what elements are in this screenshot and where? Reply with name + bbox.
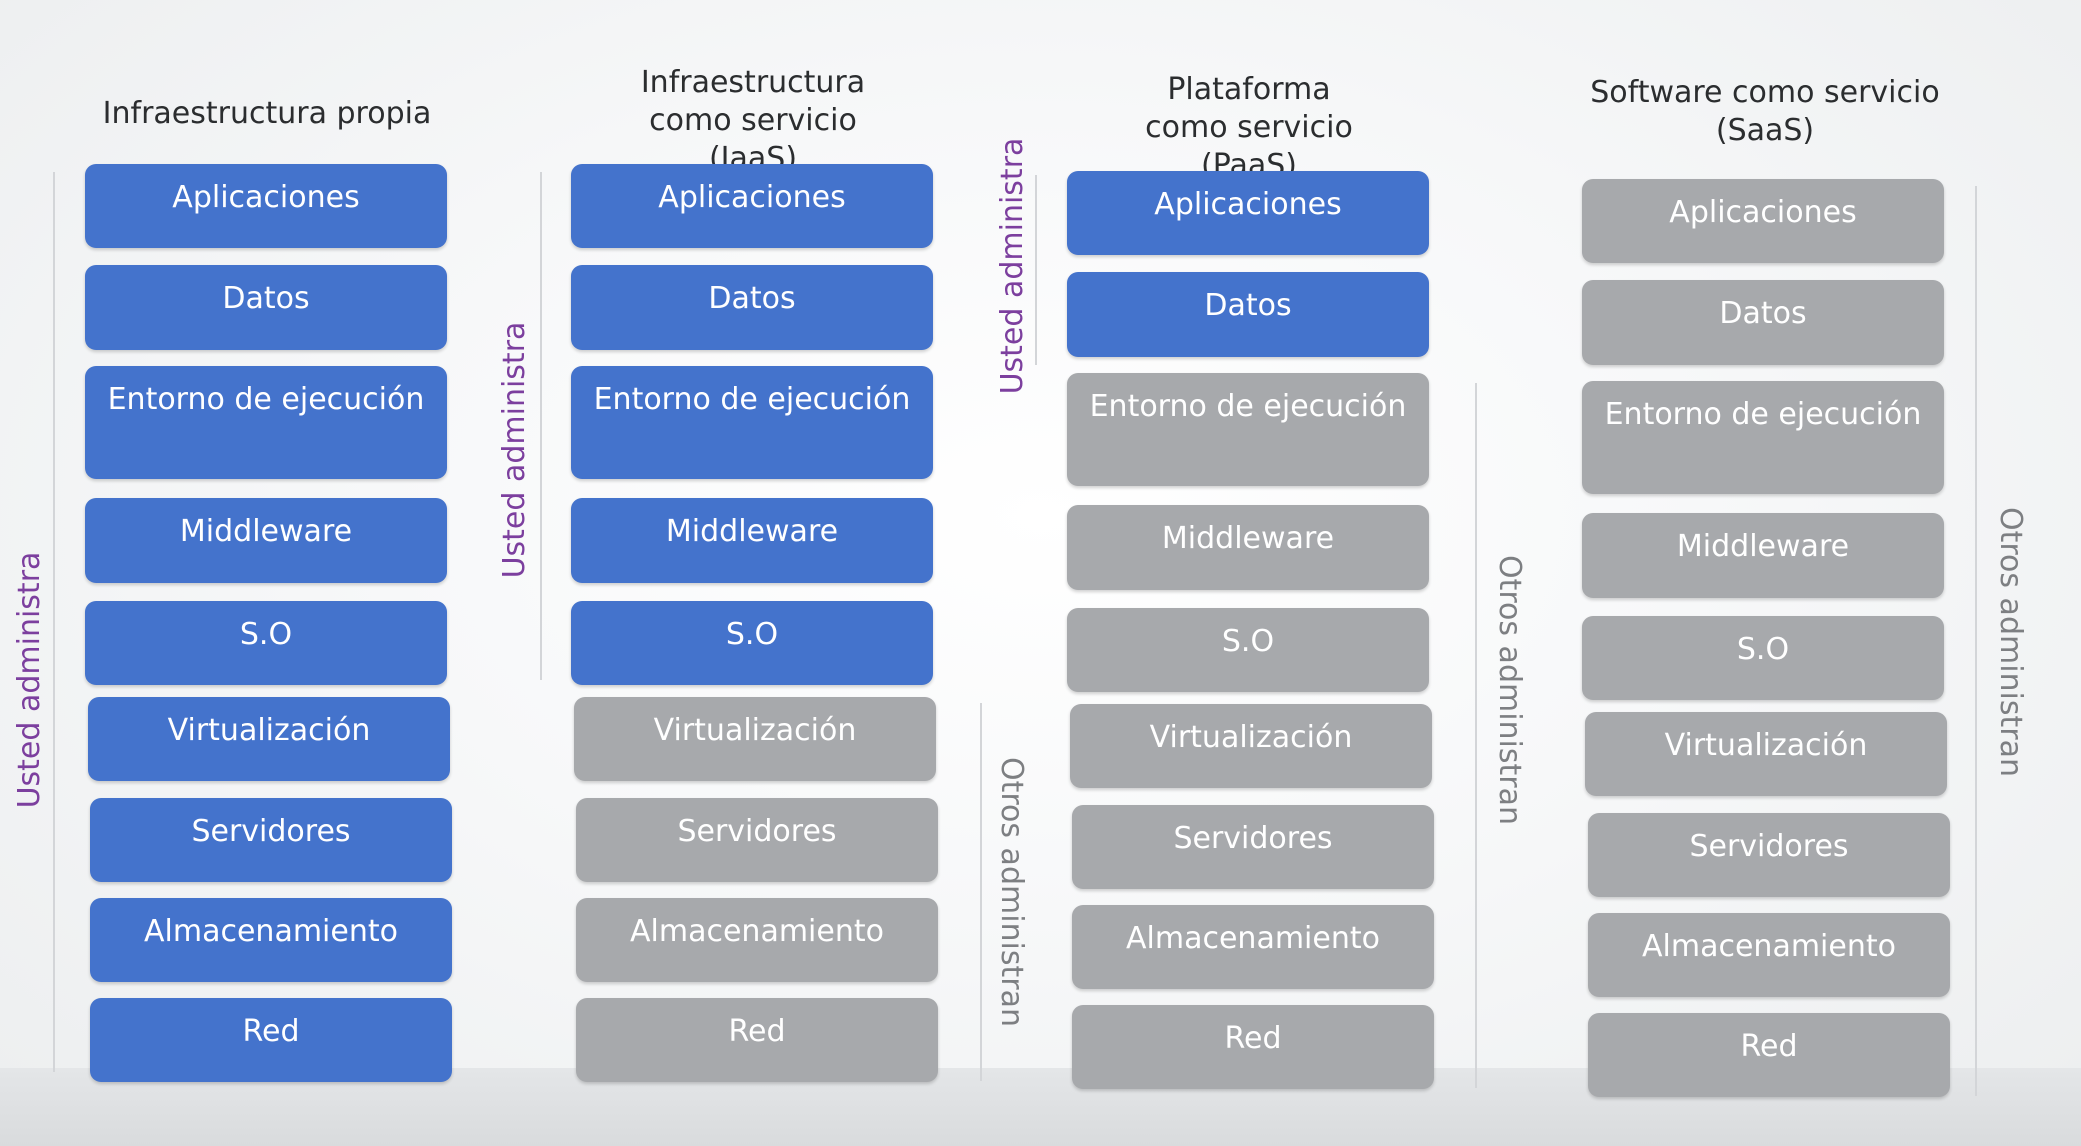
label-you-manage-paas: Usted administra (995, 137, 1030, 395)
divider-iaas-others (980, 703, 982, 1081)
layer-servers: Servidores (576, 798, 938, 882)
layer-middleware: Middleware (1582, 513, 1944, 598)
label-others-manage-iaas: Otros administran (994, 756, 1029, 1028)
layer-data: Datos (1067, 272, 1429, 357)
label-you-manage-iaas: Usted administra (497, 321, 532, 579)
layer-applications: Aplicaciones (85, 164, 447, 248)
layer-network: Red (90, 998, 452, 1082)
layer-storage: Almacenamiento (1588, 913, 1950, 997)
column-title-paas: Plataforma como servicio (PaaS) (1145, 72, 1353, 183)
layer-storage: Almacenamiento (576, 898, 938, 982)
column-title-iaas: Infraestructura como servicio (IaaS) (640, 65, 866, 176)
layer-os: S.O (1067, 608, 1429, 692)
label-others-manage-saas: Otros administran (1993, 506, 2028, 778)
layer-runtime: Entorno de ejecución (1582, 381, 1944, 494)
layer-network: Red (576, 998, 938, 1082)
divider-paas-you (1035, 175, 1037, 365)
layer-middleware: Middleware (85, 498, 447, 583)
layer-network: Red (1588, 1013, 1950, 1097)
divider-on-premises-you (53, 172, 55, 1072)
layer-data: Datos (85, 265, 447, 350)
layer-virtualization: Virtualización (574, 697, 936, 781)
label-you-manage-on-premises: Usted administra (12, 551, 47, 809)
layer-data: Datos (571, 265, 933, 350)
layer-runtime: Entorno de ejecución (85, 366, 447, 479)
layer-storage: Almacenamiento (90, 898, 452, 982)
layer-network: Red (1072, 1005, 1434, 1089)
layer-virtualization: Virtualización (1585, 712, 1947, 796)
layer-os: S.O (85, 601, 447, 685)
layer-servers: Servidores (1072, 805, 1434, 889)
layer-data: Datos (1582, 280, 1944, 365)
layer-storage: Almacenamiento (1072, 905, 1434, 989)
layer-applications: Aplicaciones (571, 164, 933, 248)
column-saas: Software como servicio (SaaS) Aplicacion… (1575, 0, 1955, 1146)
layer-servers: Servidores (90, 798, 452, 882)
layer-servers: Servidores (1588, 813, 1950, 897)
layer-applications: Aplicaciones (1582, 179, 1944, 263)
column-on-premises: Infraestructura propia Aplicaciones Dato… (77, 0, 457, 1146)
label-others-manage-paas: Otros administran (1492, 554, 1527, 826)
layer-middleware: Middleware (571, 498, 933, 583)
layer-os: S.O (571, 601, 933, 685)
divider-paas-others (1475, 383, 1477, 1088)
column-iaas: Infraestructura como servicio (IaaS) Apl… (563, 0, 943, 1146)
layer-applications: Aplicaciones (1067, 171, 1429, 255)
layer-os: S.O (1582, 616, 1944, 700)
divider-iaas-you (540, 172, 542, 680)
layer-runtime: Entorno de ejecución (571, 366, 933, 479)
layer-middleware: Middleware (1067, 505, 1429, 590)
column-title-on-premises: Infraestructura propia (102, 96, 432, 131)
column-title-saas: Software como servicio (SaaS) (1590, 75, 1940, 148)
layer-virtualization: Virtualización (88, 697, 450, 781)
layer-runtime: Entorno de ejecución (1067, 373, 1429, 486)
column-paas: Plataforma como servicio (PaaS) Aplicaci… (1059, 0, 1439, 1146)
layer-virtualization: Virtualización (1070, 704, 1432, 788)
divider-saas-others (1975, 186, 1977, 1096)
